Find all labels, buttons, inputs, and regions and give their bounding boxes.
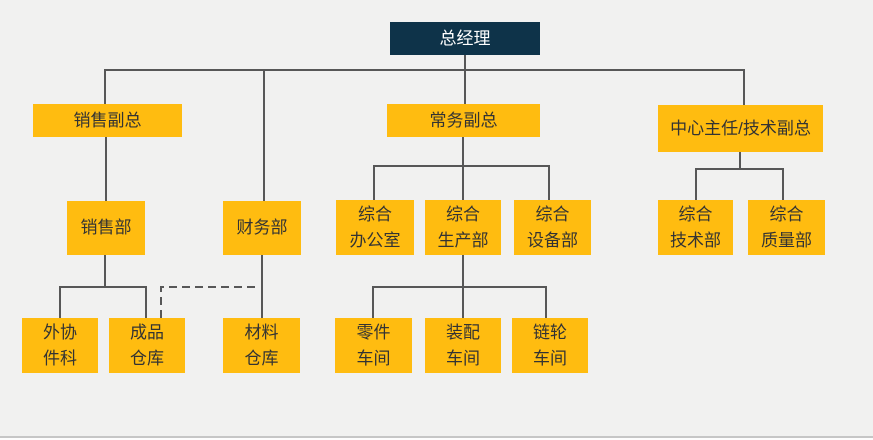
org-node-sales-dept[interactable]: 销售部 xyxy=(67,201,145,255)
edge-production-bus xyxy=(372,286,547,318)
edge-execvp-bus xyxy=(373,165,550,200)
org-node-center-director[interactable]: 中心主任/技术副总 xyxy=(658,105,823,152)
org-node-executive-vp[interactable]: 常务副总 xyxy=(387,104,540,137)
org-node-general-quality[interactable]: 综合 质量部 xyxy=(748,200,825,255)
org-node-general-production[interactable]: 综合 生产部 xyxy=(425,200,501,255)
org-node-assembly-workshop[interactable]: 装配 车间 xyxy=(425,318,501,373)
org-node-parts-workshop[interactable]: 零件 车间 xyxy=(335,318,412,373)
org-node-finance-dept[interactable]: 财务部 xyxy=(223,201,301,255)
org-node-general-manager[interactable]: 总经理 xyxy=(390,22,540,55)
org-node-material-warehouse[interactable]: 材料 仓库 xyxy=(223,318,300,373)
edge-root-bus xyxy=(104,69,745,105)
org-node-finished-goods-warehouse[interactable]: 成品 仓库 xyxy=(109,318,185,373)
edge-salesdept-bus xyxy=(59,286,147,318)
org-node-general-office[interactable]: 综合 办公室 xyxy=(336,200,414,255)
org-node-outsourced-parts[interactable]: 外协 件科 xyxy=(22,318,98,373)
org-node-sprocket-workshop[interactable]: 链轮 车间 xyxy=(512,318,588,373)
org-node-sales-vp[interactable]: 销售副总 xyxy=(33,104,182,137)
page-below-strip xyxy=(0,438,873,440)
edge-centerdir-bus xyxy=(695,168,784,200)
org-node-general-equipment[interactable]: 综合 设备部 xyxy=(514,200,591,255)
org-node-general-technology[interactable]: 综合 技术部 xyxy=(658,200,733,255)
edge-dashed-finishedgoods-finance xyxy=(160,286,260,318)
page-edge-divider xyxy=(0,436,873,438)
